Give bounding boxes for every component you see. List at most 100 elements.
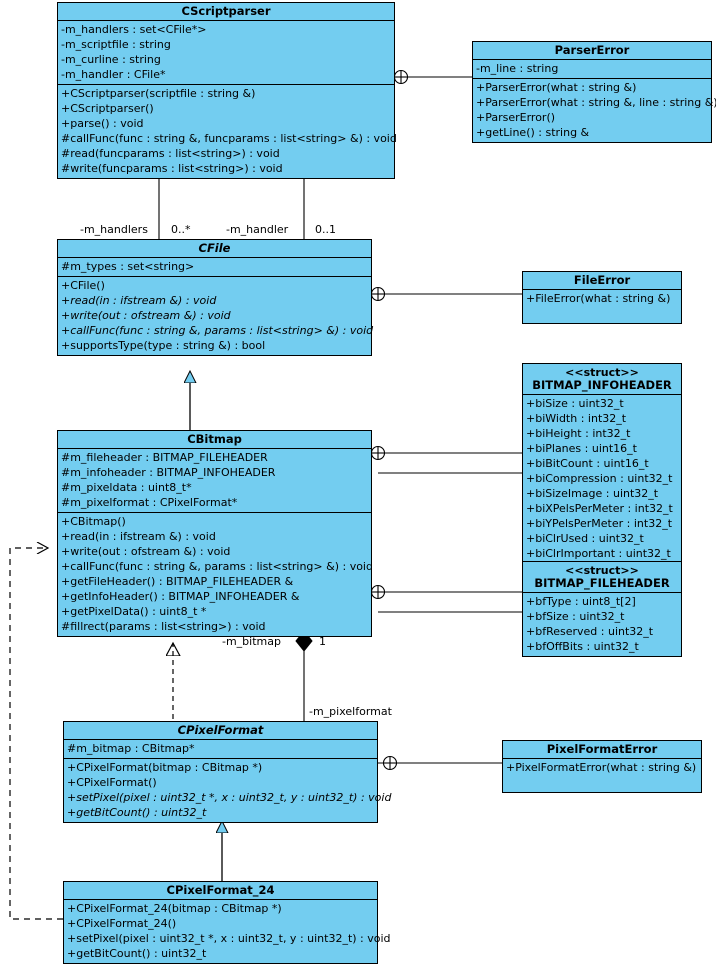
class-bitmap-fileheader[interactable]: <<struct>> BITMAP_FILEHEADER +bfType : u… [522, 561, 682, 657]
class-fileerror[interactable]: FileError +FileError(what : string &) [522, 271, 682, 324]
operation-row: #read(funcparams : list<string>) : void [61, 147, 280, 160]
operation-row: +parse() : void [61, 117, 144, 130]
class-title: CPixelFormat [64, 722, 377, 740]
attribute-row: #m_pixelformat : CPixelFormat* [61, 496, 238, 509]
class-bitmap-infoheader[interactable]: <<struct>> BITMAP_INFOHEADER +biSize : u… [522, 363, 682, 564]
class-title: CScriptparser [58, 3, 394, 21]
operation-row: +write(out : ofstream &) : void [61, 545, 231, 558]
operations-compartment: +CPixelFormat_24(bitmap : CBitmap *) +CP… [64, 900, 391, 963]
operation-row: #fillrect(params : list<string>) : void [61, 620, 266, 633]
attribute-row: #m_fileheader : BITMAP_FILEHEADER [61, 451, 268, 464]
class-cfile[interactable]: CFile #m_types : set<string> +CFile() +r… [57, 239, 374, 356]
operation-row: +CPixelFormat(bitmap : CBitmap *) [67, 761, 263, 774]
link-cbitmap-fileheader [370, 584, 522, 613]
operations-compartment: +CScriptparser(scriptfile : string &) +C… [58, 85, 397, 178]
class-pixelformaterror[interactable]: PixelFormatError +PixelFormatError(what … [502, 740, 702, 793]
attributes-compartment: -m_line : string [473, 60, 711, 79]
attribute-row: +bfReserved : uint32_t [526, 625, 654, 638]
operation-row: +ParserError(what : string &, line : str… [476, 96, 716, 109]
attribute-row: #m_bitmap : CBitmap* [67, 742, 195, 755]
operation-row: +CBitmap() [61, 515, 126, 528]
class-title: ParserError [473, 42, 711, 60]
attribute-row: +biBitCount : uint16_t [526, 457, 649, 470]
operation-row: +ParserError() [476, 111, 556, 124]
edge-label-m-handler: -m_handler [226, 223, 289, 236]
attribute-row: #m_infoheader : BITMAP_INFOHEADER [61, 466, 276, 479]
operation-row: +supportsType(type : string &) : bool [61, 339, 266, 352]
link-cpixelformat24-cbitmap-dependency [9, 548, 63, 920]
operation-row: +ParserError(what : string &) [476, 81, 637, 94]
class-title: FileError [523, 272, 681, 290]
operation-row: +getBitCount() : uint32_t [67, 947, 207, 960]
class-parsererror[interactable]: ParserError -m_line : string +ParserErro… [472, 41, 716, 143]
operation-row: +callFunc(func : string &, params : list… [61, 324, 374, 337]
operation-row: +getBitCount() : uint32_t [67, 806, 207, 819]
class-cpixelformat-24[interactable]: CPixelFormat_24 +CPixelFormat_24(bitmap … [63, 881, 391, 964]
attribute-row: -m_handlers : set<CFile*> [61, 23, 207, 36]
attribute-row: +biHeight : int32_t [526, 427, 631, 440]
operation-row: +CPixelFormat_24() [67, 917, 177, 930]
operations-compartment: +CFile() +read(in : ifstream &) : void +… [58, 277, 374, 355]
operation-row: +write(out : ofstream &) : void [61, 309, 231, 322]
attribute-row: +bfType : uint8_t[2] [526, 595, 636, 608]
class-cbitmap[interactable]: CBitmap #m_fileheader : BITMAP_FILEHEADE… [57, 430, 373, 637]
attribute-row: +biClrUsed : uint32_t [526, 532, 644, 545]
operation-row: +CScriptparser() [61, 102, 154, 115]
attribute-row: +biPlanes : uint16_t [526, 442, 637, 455]
operation-row: +setPixel(pixel : uint32_t *, x : uint32… [67, 932, 391, 945]
attributes-compartment: #m_types : set<string> [58, 258, 371, 277]
attribute-row: #m_pixeldata : uint8_t* [61, 481, 192, 494]
operation-row: +getFileHeader() : BITMAP_FILEHEADER & [61, 575, 294, 588]
class-name-label: BITMAP_FILEHEADER [534, 576, 670, 590]
edge-label-m-handlers: -m_handlers [80, 223, 148, 236]
edge-label-m-bitmap: -m_bitmap [222, 635, 281, 648]
class-cscriptparser[interactable]: CScriptparser -m_handlers : set<CFile*> … [57, 2, 397, 179]
operation-row: +CFile() [61, 279, 105, 292]
attribute-row: +biCompression : uint32_t [526, 472, 673, 485]
class-title: <<struct>> BITMAP_FILEHEADER [523, 562, 681, 593]
operation-row: +PixelFormatError(what : string &) [506, 761, 697, 774]
operation-row: +setPixel(pixel : uint32_t *, x : uint32… [67, 791, 392, 804]
operations-compartment: +CBitmap() +read(in : ifstream &) : void… [58, 513, 373, 636]
attribute-row: +biSize : uint32_t [526, 397, 624, 410]
class-title: CFile [58, 240, 371, 258]
attribute-row: -m_handler : CFile* [61, 68, 166, 81]
attribute-row: -m_line : string [476, 62, 559, 75]
edge-label-m-pixelformat: -m_pixelformat [309, 705, 392, 718]
operation-row: +FileError(what : string &) [526, 292, 671, 305]
edge-label-multiplicity-one: 1 [319, 635, 326, 648]
attribute-row: +biWidth : int32_t [526, 412, 627, 425]
class-cpixelformat[interactable]: CPixelFormat #m_bitmap : CBitmap* +CPixe… [63, 721, 392, 823]
link-cfile-fileerror [370, 286, 522, 302]
class-name-label: BITMAP_INFOHEADER [532, 378, 672, 392]
operation-row: #callFunc(func : string &, funcparams : … [61, 132, 397, 145]
edge-label-multiplicity-zero-to-many: 0..* [171, 223, 191, 236]
operation-row: +CScriptparser(scriptfile : string &) [61, 87, 256, 100]
class-title: <<struct>> BITMAP_INFOHEADER [523, 364, 681, 395]
link-cbitmap-infoheader [370, 445, 522, 474]
attributes-compartment: +biSize : uint32_t +biWidth : int32_t +b… [523, 395, 681, 563]
attribute-row: +biYPelsPerMeter : int32_t [526, 517, 673, 530]
operation-row: +callFunc(func : string &, params : list… [61, 560, 373, 573]
attribute-row: #m_types : set<string> [61, 260, 195, 273]
attribute-row: -m_curline : string [61, 53, 161, 66]
class-title: PixelFormatError [503, 741, 701, 759]
operation-row: +getInfoHeader() : BITMAP_INFOHEADER & [61, 590, 300, 603]
link-cpixelformat-pixelformaterror [378, 755, 502, 771]
stereotype-label: <<struct>> [565, 366, 639, 379]
attribute-row: -m_scriptfile : string [61, 38, 171, 51]
operation-row: +read(in : ifstream &) : void [61, 530, 216, 543]
operation-row: +getLine() : string & [476, 126, 590, 139]
operations-compartment: +PixelFormatError(what : string &) [503, 759, 701, 792]
operation-row: #write(funcparams : list<string>) : void [61, 162, 283, 175]
operation-row: +getPixelData() : uint8_t * [61, 605, 207, 618]
attribute-row: +biXPelsPerMeter : int32_t [526, 502, 673, 515]
operations-compartment: +ParserError(what : string &) +ParserErr… [473, 79, 716, 142]
operation-row: +CPixelFormat() [67, 776, 157, 789]
edge-label-multiplicity-zero-to-one: 0..1 [315, 223, 336, 236]
class-title: CPixelFormat_24 [64, 882, 377, 900]
attribute-row: +bfSize : uint32_t [526, 610, 625, 623]
attributes-compartment: -m_handlers : set<CFile*> -m_scriptfile … [58, 21, 394, 85]
attributes-compartment: #m_bitmap : CBitmap* [64, 740, 377, 759]
